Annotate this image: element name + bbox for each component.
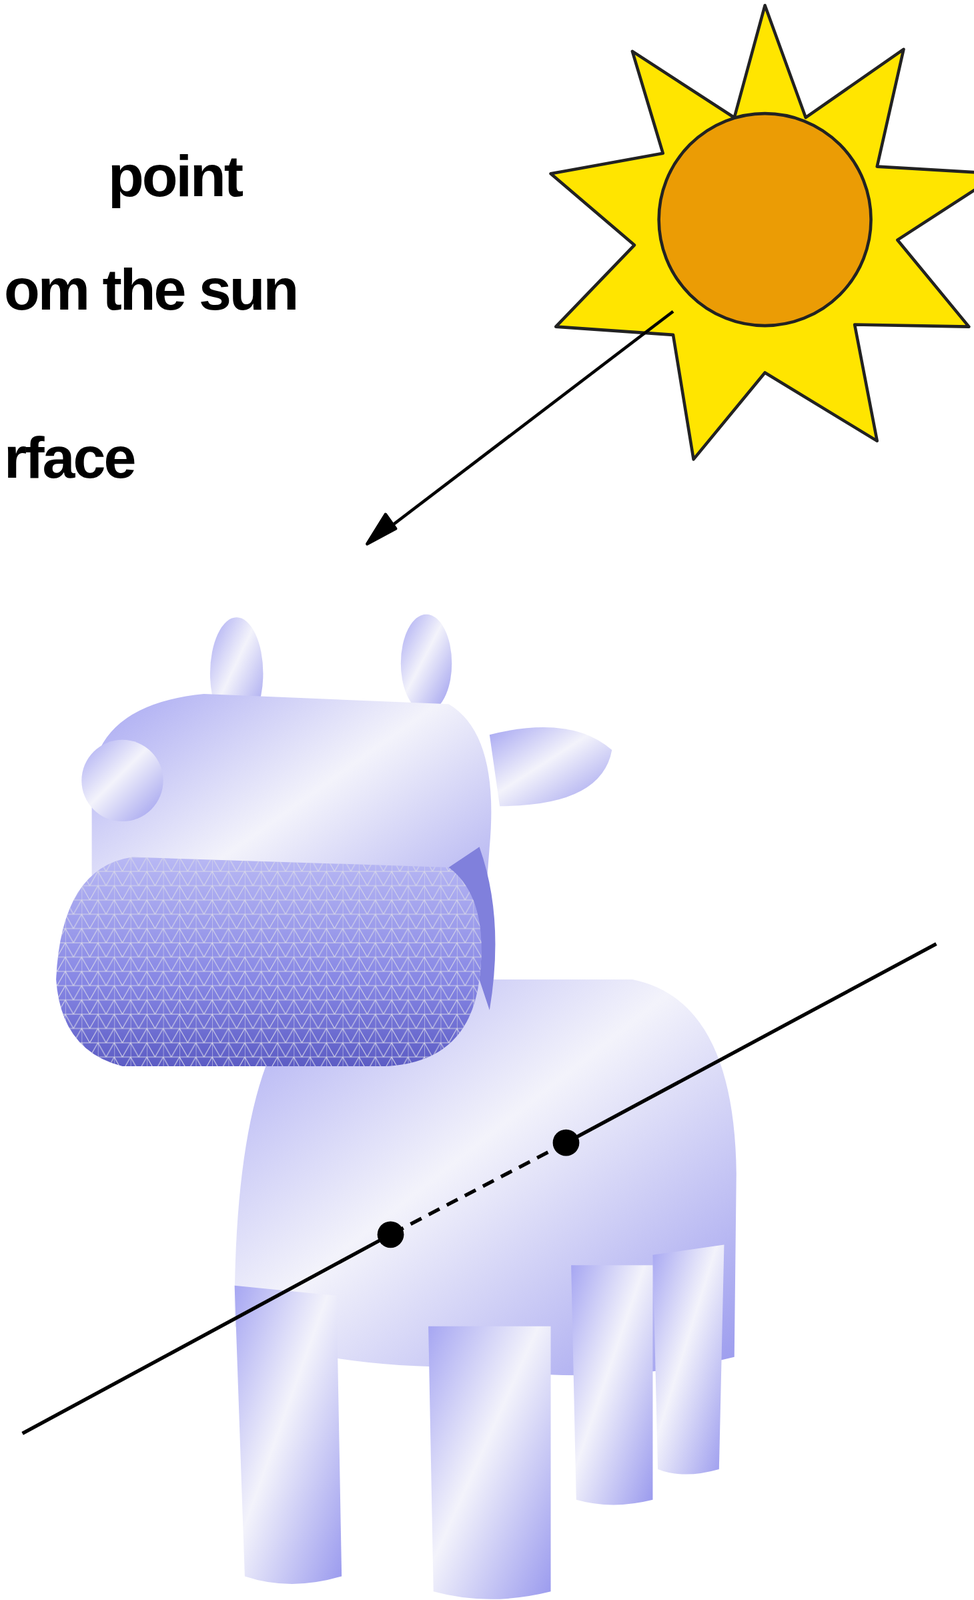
heading-fragment: rface	[4, 428, 135, 487]
heading-fragment: point	[108, 146, 242, 206]
ray-line	[22, 943, 937, 1434]
light-ray-arrow	[366, 311, 674, 545]
heading-fragment: om the sun	[4, 260, 297, 319]
sun-symbol	[551, 5, 974, 459]
cow-mesh	[0, 571, 974, 1600]
